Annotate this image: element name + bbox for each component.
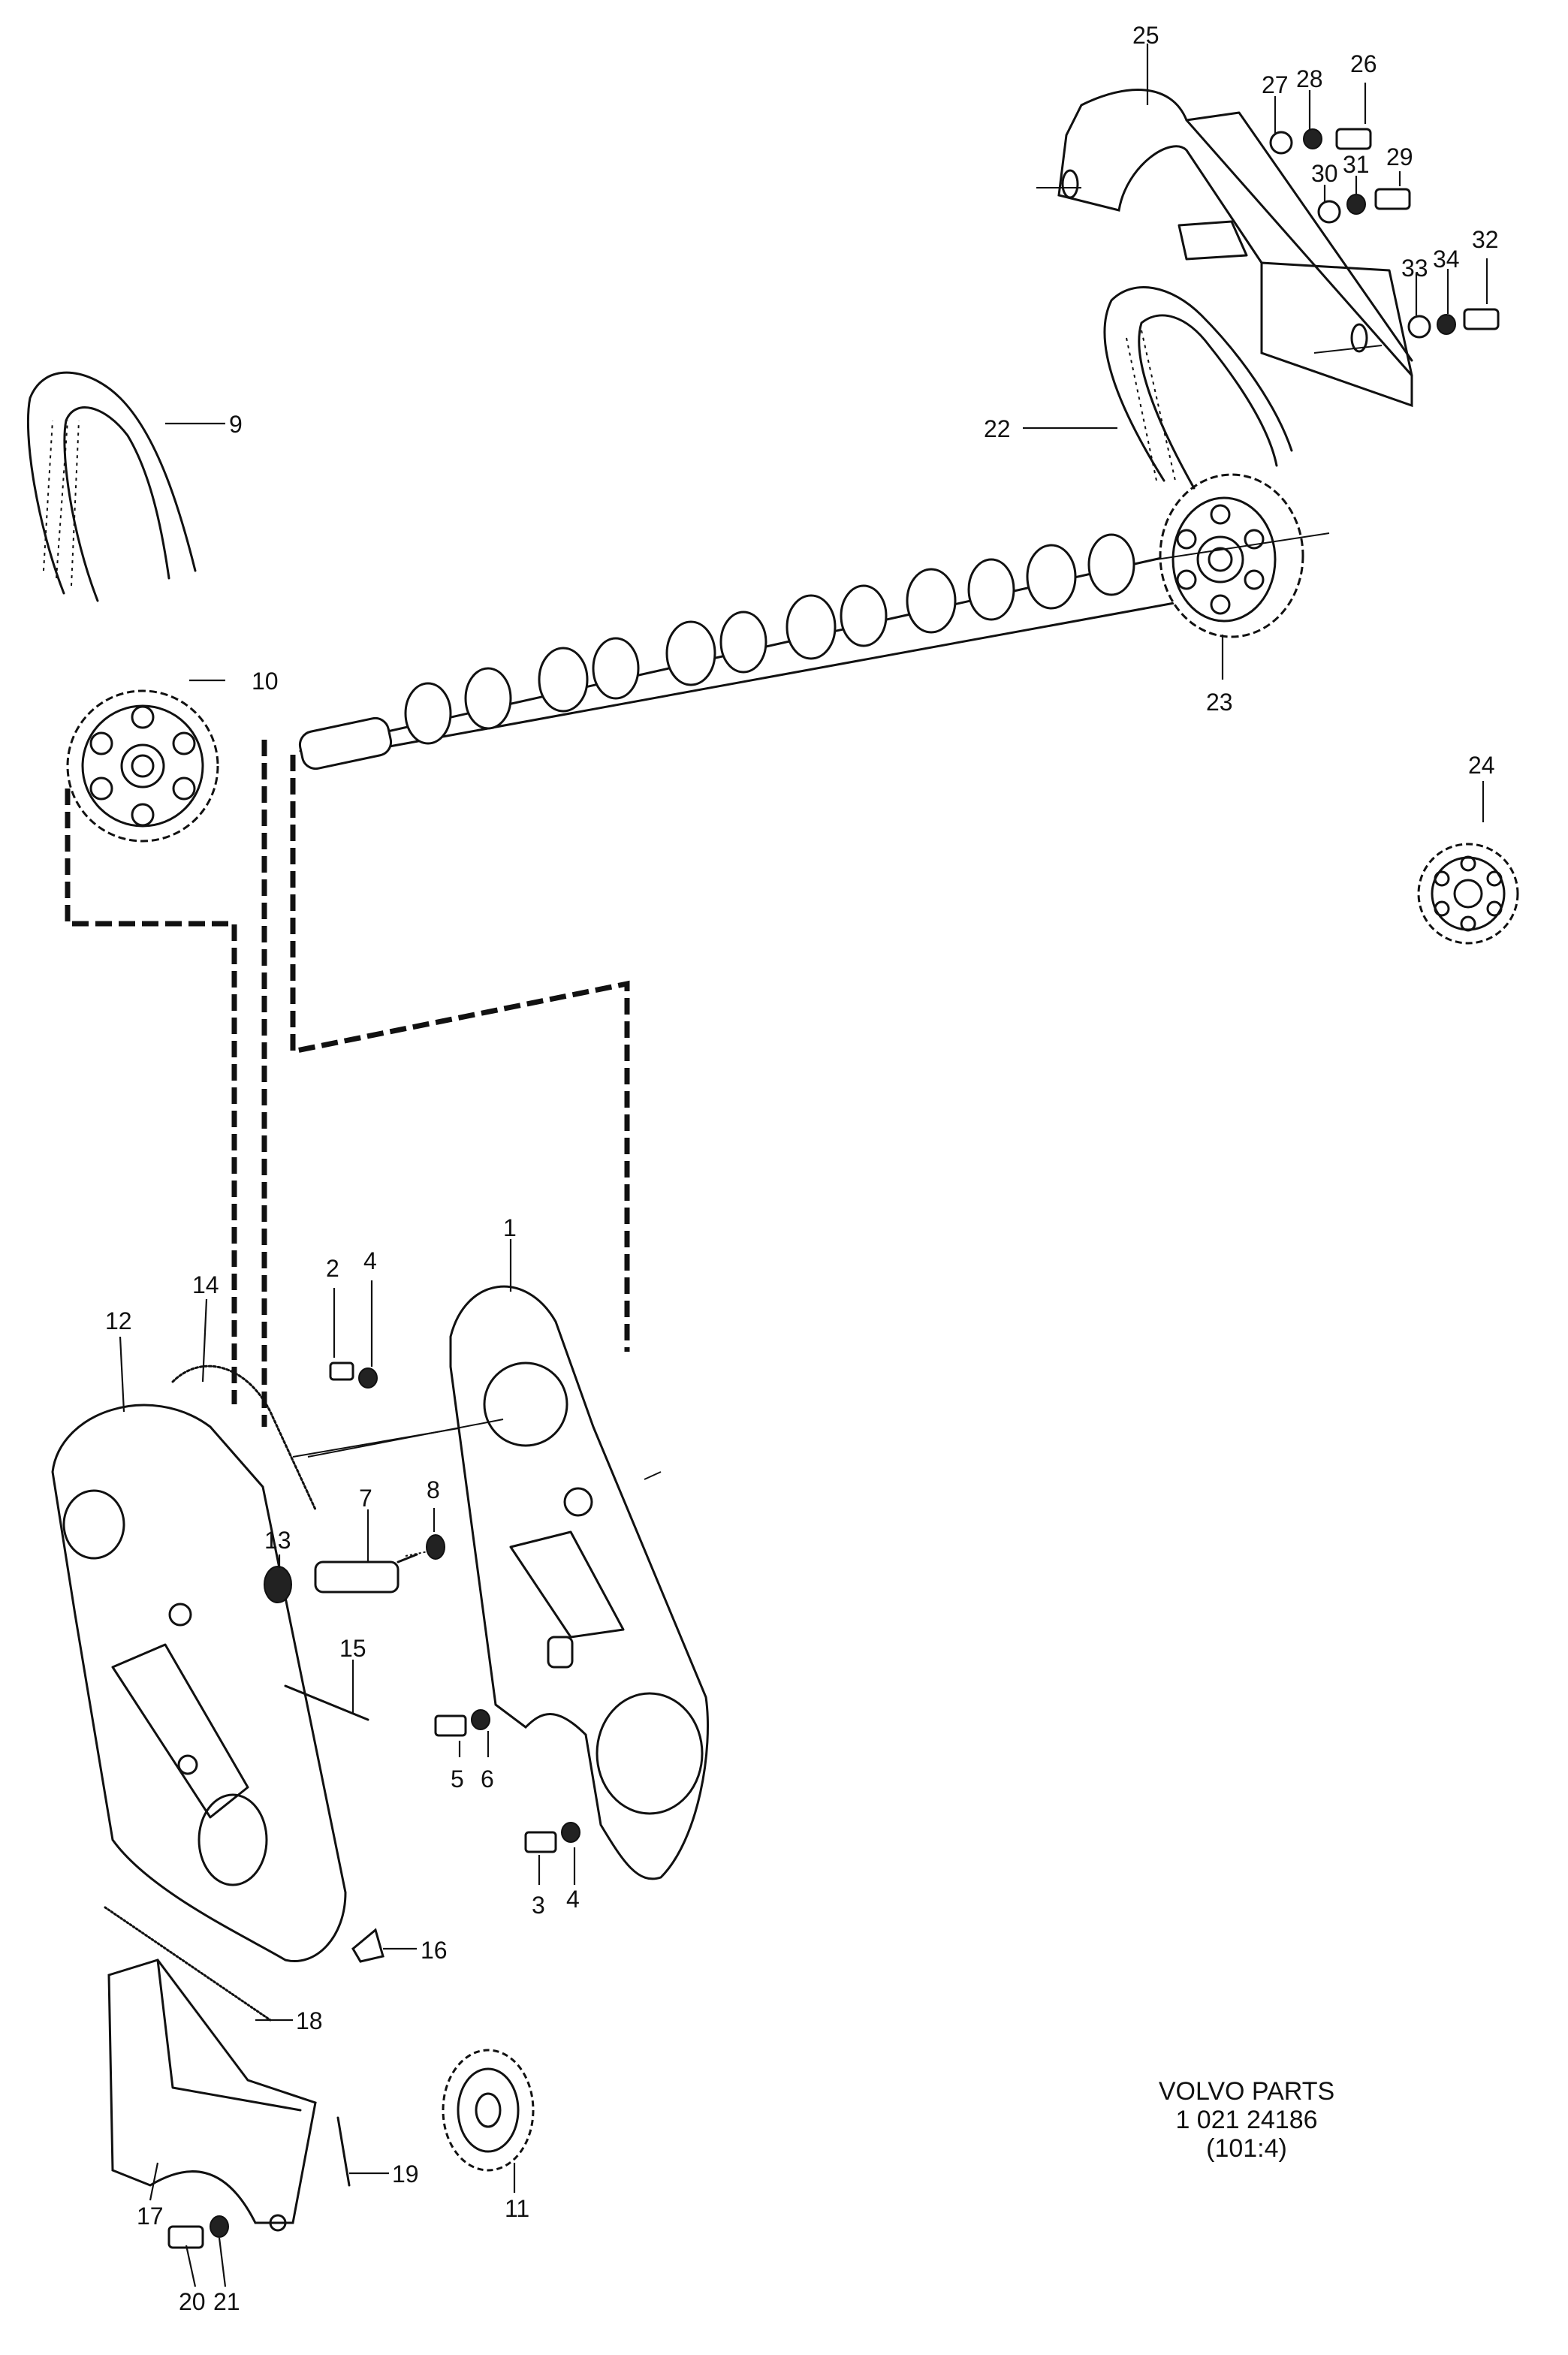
backplate-part-1 [307,1285,709,1880]
catalog-number: 1 021 24186 [1175,2106,1318,2134]
callout-17: 17 [137,2203,164,2230]
callout-3: 3 [532,1892,545,1919]
callout-30: 30 [1311,160,1338,187]
timing-cover-part-12 [51,1404,347,1962]
lower-cover-part-17 [107,1958,317,2232]
callout-11: 11 [505,2195,529,2222]
timing-belt-part-9 [26,371,197,602]
callout-33: 33 [1401,255,1428,282]
callout-1: 1 [503,1214,517,1241]
gear-part-24 [1417,843,1519,945]
callout-22: 22 [984,415,1011,442]
callout-5: 5 [451,1765,464,1793]
callout-4-upper: 4 [363,1247,377,1274]
fasteners-2-3-4-5-6 [329,1361,580,1853]
callout-26: 26 [1350,50,1377,77]
drive-belt-part-22 [1103,286,1293,490]
callout-32: 32 [1472,226,1499,253]
callout-4-lower: 4 [566,1886,580,1913]
callout-20: 20 [179,2288,206,2315]
callout-25: 25 [1132,22,1159,49]
callout-23: 23 [1206,689,1233,716]
strips-parts-15-16-18-19 [104,1684,384,2187]
callout-21: 21 [213,2288,240,2315]
callout-2: 2 [326,1255,339,1282]
callout-27: 27 [1262,71,1289,98]
camshaft-gear-part-10 [66,689,219,843]
callout-19: 19 [392,2161,419,2188]
callout-24: 24 [1468,752,1495,779]
catalog-reference: VOLVO PARTS 1 021 24186 (101:4) [1111,2077,1382,2163]
upper-cover-part-25 [1036,89,1413,408]
callout-18: 18 [296,2007,323,2034]
callout-31: 31 [1343,151,1370,178]
tensioner-parts-7-8-13 [264,1534,445,1603]
callout-28: 28 [1296,65,1323,92]
callout-10: 10 [252,668,279,695]
fasteners-26-34 [1269,128,1500,339]
bolt-washer-parts-20-21 [167,2215,229,2249]
callout-9: 9 [229,411,243,438]
brand-text: VOLVO PARTS [1158,2077,1335,2106]
callout-13: 13 [264,1527,291,1554]
callout-14: 14 [192,1271,219,1298]
callout-labels: 25 27 28 26 30 31 29 33 34 32 22 23 24 9… [105,22,1499,2315]
callout-12: 12 [105,1307,132,1334]
leader-lines [119,44,1488,2287]
catalog-section: (101:4) [1206,2134,1287,2163]
seal-strip-part-14 [171,1364,317,1511]
camshaft [298,533,1188,770]
camshaft-pulley-part-23 [1156,473,1330,638]
callout-6: 6 [481,1765,494,1793]
callout-15: 15 [339,1635,366,1662]
callout-7: 7 [359,1485,372,1512]
callout-29: 29 [1386,143,1413,170]
callout-34: 34 [1433,246,1460,273]
callout-8: 8 [427,1476,440,1503]
crankshaft-gear-part-11 [442,2049,535,2172]
callout-16: 16 [421,1937,448,1964]
